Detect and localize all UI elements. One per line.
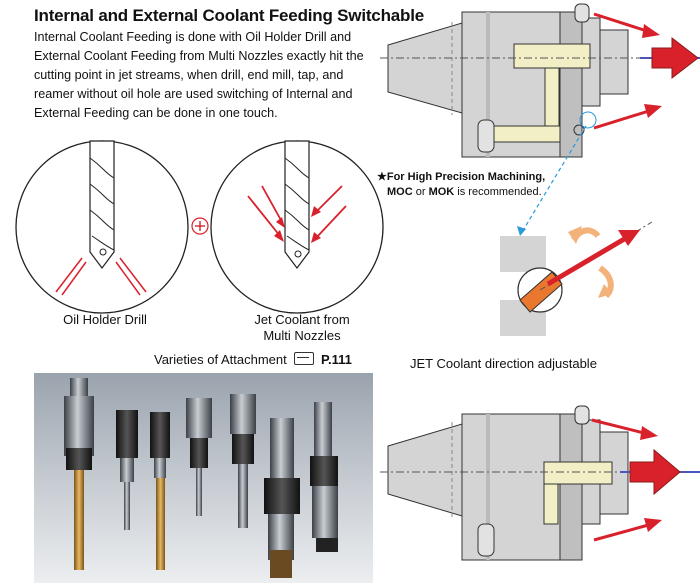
jet-coolant-caption: Jet Coolant from Multi Nozzles — [212, 312, 392, 344]
jet-adjust-caption: JET Coolant direction adjustable — [410, 356, 597, 371]
varieties-label: Varieties of Attachment — [154, 352, 287, 367]
oil-holder-drill-caption: Oil Holder Drill — [63, 312, 147, 327]
red-coolant-arrows-top — [593, 12, 699, 130]
page-reference-link[interactable]: P.111 — [320, 352, 352, 367]
varieties-heading: Varieties of Attachment P.111 — [154, 352, 352, 367]
jet-adjustment-figure — [500, 221, 653, 336]
oil-holder-drill-figure — [15, 140, 189, 314]
plus-icon — [191, 217, 209, 235]
jet-coolant-caption-line1: Jet Coolant from — [254, 312, 350, 327]
attachments-photo — [34, 373, 373, 583]
precision-note-line2: MOC or MOK is recommended. — [377, 185, 567, 200]
moc-model: MOC — [387, 186, 413, 198]
mok-model: MOK — [428, 186, 455, 198]
holder-diagram-top — [380, 3, 700, 158]
description-paragraph: Internal Coolant Feeding is done with Oi… — [34, 30, 364, 120]
precision-note-line1: ★For High Precision Machining, — [377, 171, 546, 183]
recommended-text: is recommended. — [454, 186, 542, 198]
jet-coolant-caption-line2: Multi Nozzles — [263, 328, 341, 343]
pointing-hand-icon — [294, 352, 315, 365]
precision-note: ★For High Precision Machining, MOC or MO… — [377, 170, 567, 200]
holder-diagram-bottom — [380, 405, 700, 561]
red-coolant-arrows-bottom — [591, 418, 681, 542]
or-text: or — [412, 186, 429, 198]
page-title: Internal and External Coolant Feeding Sw… — [34, 6, 424, 25]
jet-coolant-figure — [210, 140, 384, 314]
